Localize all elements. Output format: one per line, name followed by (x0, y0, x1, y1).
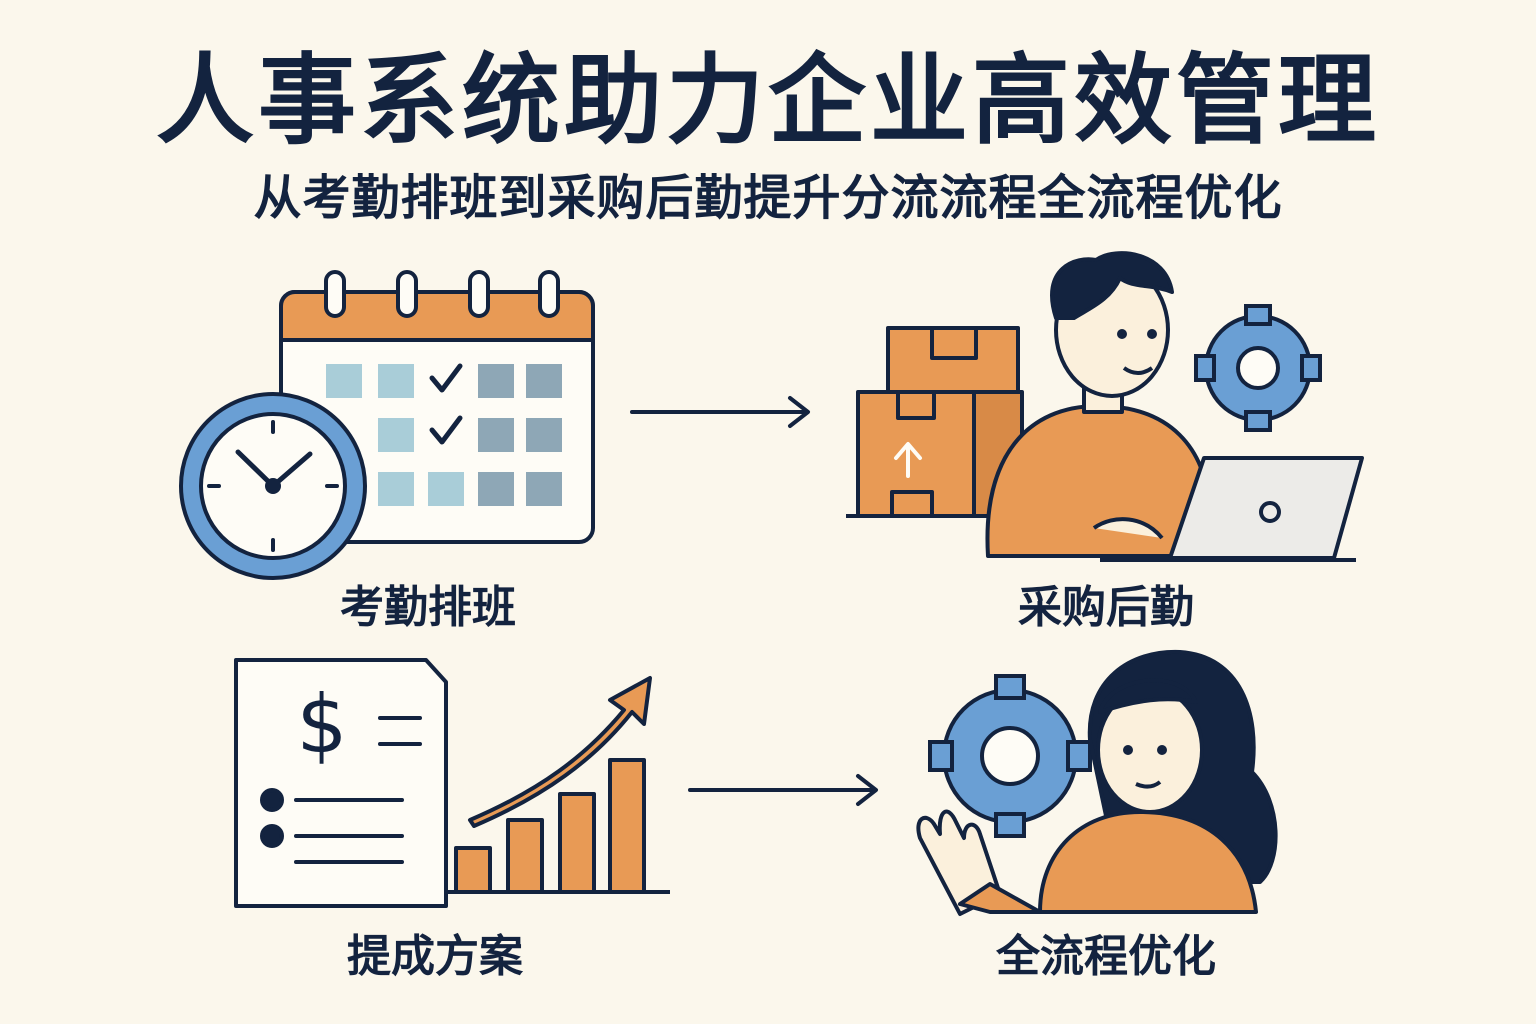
gear-icon (1194, 304, 1322, 432)
worker-person-icon (985, 251, 1212, 558)
invoice-document-icon: $ (234, 658, 448, 908)
step-label-proposal: 提成方案 (347, 931, 523, 982)
arrow-right-icon (630, 396, 810, 428)
step-label-optimization: 全流程优化 (996, 931, 1216, 982)
svg-text:$: $ (297, 678, 348, 771)
clock-icon (179, 392, 367, 580)
check-icon (429, 363, 463, 445)
laptop-icon (1100, 456, 1364, 562)
up-arrow-icon (894, 442, 922, 478)
growth-bar-chart-icon (446, 676, 670, 894)
page-subtitle: 从考勤排班到采购后勤提升分流流程全流程优化 (253, 170, 1283, 226)
waving-person-icon (916, 649, 1278, 916)
step-label-schedule: 考勤排班 (340, 582, 516, 633)
arrow-right-icon (688, 774, 878, 806)
step-label-procurement: 采购后勤 (1018, 582, 1194, 633)
page-title: 人事系统助力企业高效管理 (155, 44, 1380, 158)
gear-icon (928, 674, 1092, 838)
calendar-icon (279, 270, 595, 544)
